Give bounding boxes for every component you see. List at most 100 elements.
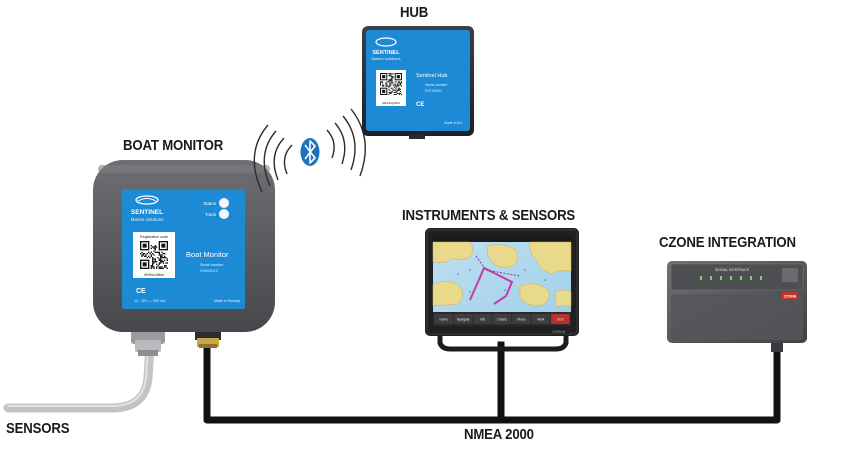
qr-module [161, 267, 163, 269]
qr-module [399, 92, 401, 94]
monitor-qr-code [140, 241, 168, 269]
status-led [219, 198, 229, 208]
qr-module [380, 83, 382, 85]
qr-module [382, 81, 384, 83]
hub-serial-label: Serial number [425, 83, 448, 87]
plotter-button-label: Navigate [457, 318, 470, 322]
plotter-button[interactable] [512, 314, 531, 324]
qr-module [149, 253, 151, 255]
monitor-qr-code-text: 0RHwLt56m [144, 273, 164, 277]
plotter-button[interactable] [453, 314, 473, 324]
qr-module [388, 79, 390, 81]
qr-module [385, 83, 387, 85]
qr-module [397, 88, 399, 90]
qr-module [395, 88, 397, 90]
qr-module [382, 82, 384, 84]
qr-module [154, 258, 156, 260]
qr-module [142, 253, 144, 255]
qr-module [162, 257, 164, 259]
qr-module [156, 263, 158, 265]
qr-module [394, 81, 396, 83]
qr-module [388, 73, 390, 75]
qr-module [391, 82, 393, 84]
qr-module [394, 87, 396, 89]
plotter-brand: GARMIN [552, 330, 565, 334]
qr-module [392, 88, 394, 90]
qr-module [398, 93, 400, 95]
chart-land [529, 241, 572, 275]
qr-module [392, 73, 394, 75]
qr-module [391, 90, 393, 92]
qr-module [154, 247, 156, 249]
qr-module [152, 263, 154, 265]
nmea-backbone [203, 341, 781, 424]
qr-module [162, 262, 164, 264]
plotter-button[interactable] [551, 314, 570, 324]
monitor-logo-icon [135, 195, 159, 205]
plotter-button-label: Menu [517, 318, 525, 322]
qr-module [166, 267, 168, 269]
qr-module [166, 259, 168, 261]
qr-module [160, 262, 162, 264]
qr-module [158, 262, 160, 264]
qr-module [156, 261, 158, 263]
qr-module [140, 253, 142, 255]
qr-module [157, 251, 159, 253]
qr-module [391, 74, 393, 76]
qr-module [390, 82, 392, 84]
qr-module [154, 261, 156, 263]
qr-module [393, 89, 395, 91]
plotter-button[interactable] [473, 314, 492, 324]
qr-module [141, 254, 143, 256]
qr-module [390, 78, 392, 80]
qr-module [158, 259, 160, 261]
qr-module [164, 255, 166, 257]
qr-module [390, 92, 392, 94]
qr-module [380, 81, 382, 83]
qr-module [388, 91, 390, 93]
qr-module [158, 251, 160, 253]
qr-module [150, 265, 152, 267]
qr-module [391, 77, 393, 79]
plotter-button[interactable] [492, 314, 512, 324]
qr-module [396, 89, 398, 91]
qr-module [166, 258, 168, 260]
qr-module [388, 93, 390, 95]
qr-module [388, 81, 390, 83]
boat-monitor-case-shade [98, 165, 270, 173]
instruments-label: INSTRUMENTS & SENSORS [402, 207, 576, 224]
qr-module [386, 83, 388, 85]
qr-module [157, 257, 159, 259]
qr-module [156, 266, 158, 268]
qr-module [165, 265, 167, 267]
qr-module [150, 245, 152, 247]
plotter-button-label: Info [480, 318, 486, 322]
qr-module [396, 85, 398, 87]
hub-logo-icon [375, 37, 397, 47]
qr-module [388, 80, 390, 82]
plotter-button-label: Charts [497, 318, 507, 322]
qr-module [389, 82, 391, 84]
qr-module [156, 246, 158, 248]
czone-label: CZONE INTEGRATION [659, 234, 796, 251]
qr-module [396, 90, 398, 92]
hub-device: SENTINEL Marine solutions 00HubQ0001 Sen… [362, 26, 474, 139]
qr-module [394, 84, 396, 86]
qr-module [153, 258, 155, 260]
qr-module [389, 74, 391, 76]
qr-module [153, 262, 155, 264]
qr-module [380, 82, 382, 84]
plotter-button[interactable] [531, 314, 551, 324]
qr-module [394, 89, 396, 91]
qr-module [399, 83, 401, 85]
qr-module [399, 82, 401, 84]
qr-module [152, 266, 154, 268]
qr-module [161, 259, 163, 261]
czone-led [720, 276, 722, 280]
plotter-button[interactable] [434, 314, 453, 324]
qr-module [398, 89, 400, 91]
qr-module [393, 93, 395, 95]
qr-module [394, 91, 396, 93]
qr-module [146, 257, 148, 259]
qr-module [385, 82, 387, 84]
